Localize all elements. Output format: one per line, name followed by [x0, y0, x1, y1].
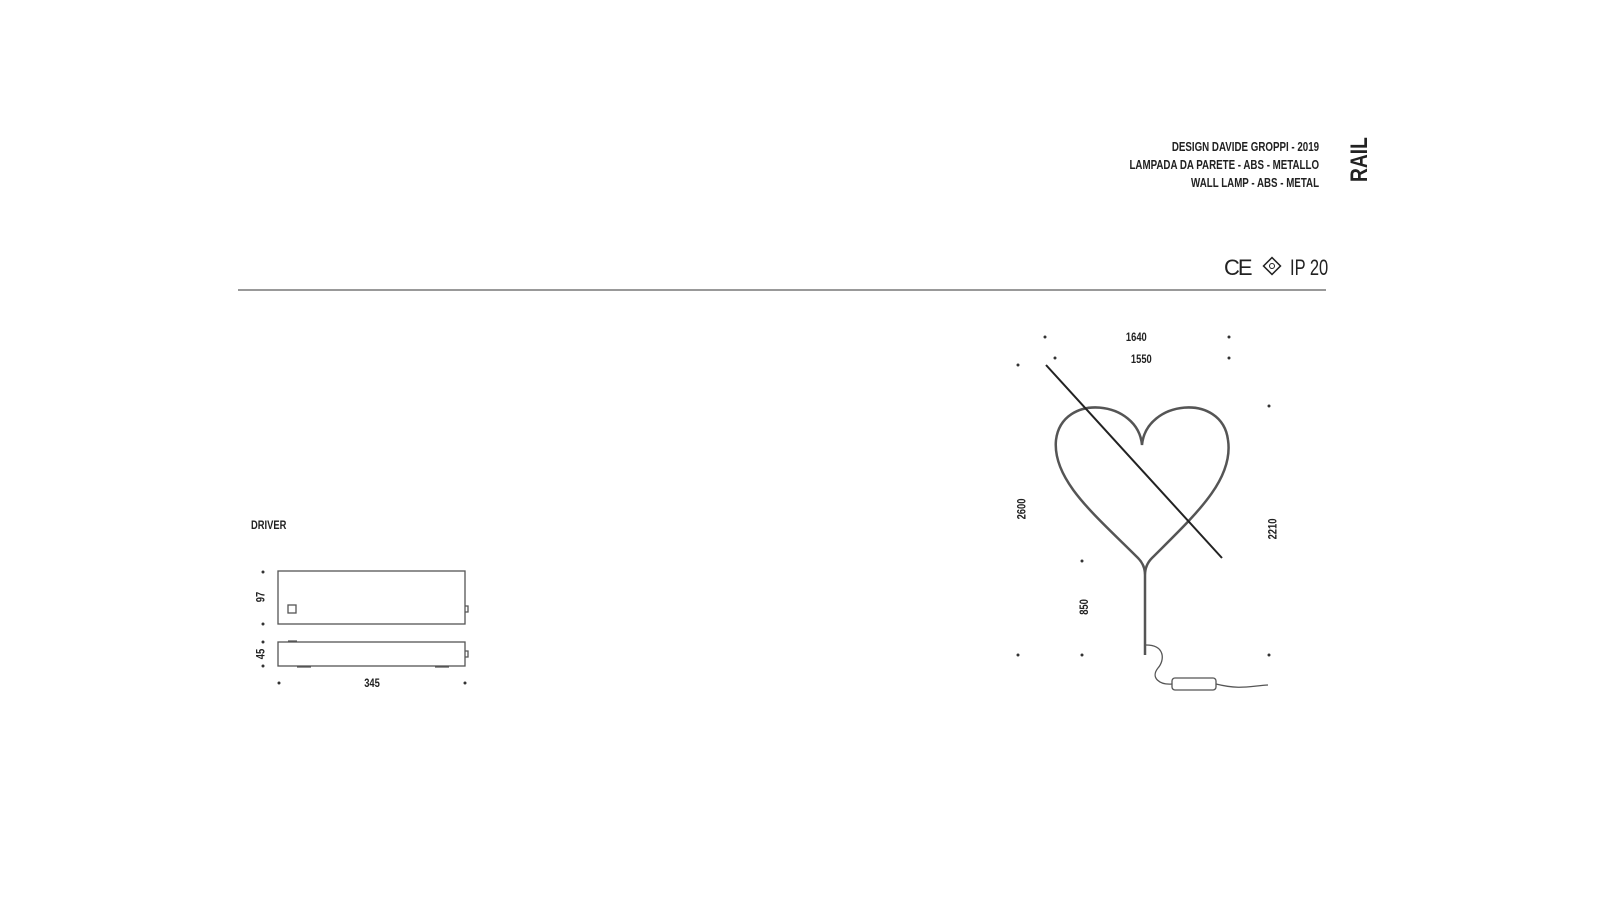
lamp-height-total: 2600	[1014, 498, 1029, 520]
lamp-stem-height: 850	[1077, 599, 1092, 615]
class-ii-icon	[1262, 256, 1282, 276]
product-info: DESIGN DAVIDE GROPPI - 2019 LAMPADA DA P…	[1076, 138, 1319, 192]
ip-rating: IP 20	[1290, 255, 1329, 280]
info-line-italian: LAMPADA DA PARETE - ABS - METALLO	[1129, 158, 1319, 172]
driver-height-side: 45	[253, 648, 268, 660]
info-line-english: WALL LAMP - ABS - METAL	[1190, 176, 1319, 190]
lamp-width-outer: 1640	[1125, 330, 1147, 344]
dimension-dots	[261, 335, 1271, 685]
driver-drawing	[277, 570, 469, 668]
heart-lamp-drawing	[1054, 406, 1269, 691]
driver-label: DRIVER	[250, 518, 287, 532]
driver-height-top: 97	[253, 591, 268, 603]
rail-bar	[1045, 364, 1223, 559]
info-line-designer: DESIGN DAVIDE GROPPI - 2019	[1171, 140, 1319, 154]
ce-mark: CE	[1224, 255, 1253, 280]
lamp-height-heart: 2210	[1265, 518, 1280, 540]
driver-width: 345	[364, 676, 380, 690]
lamp-width-inner: 1550	[1130, 352, 1152, 366]
